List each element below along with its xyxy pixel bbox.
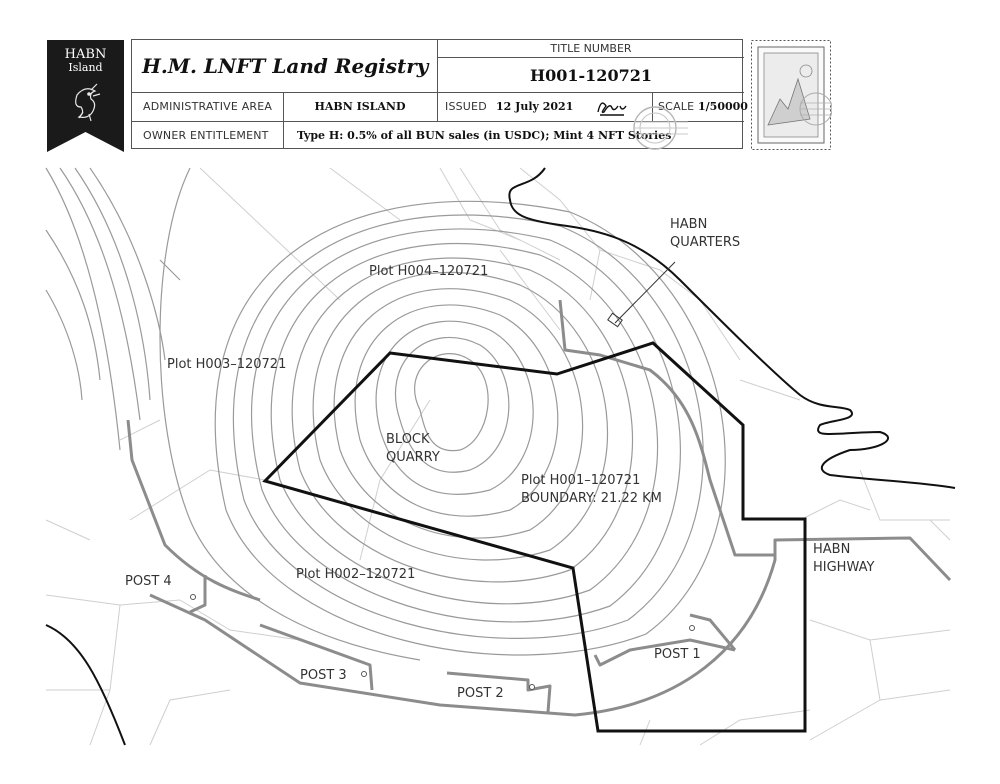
divider: [437, 40, 438, 92]
post-4-label: POST 4: [125, 574, 172, 589]
scale-label: SCALE: [658, 99, 695, 113]
postage-stamp: [750, 39, 833, 151]
divider: [283, 92, 284, 121]
issued-value: 12 July 2021: [496, 99, 574, 113]
habn-island-banner: HABN Island: [47, 40, 124, 152]
title-number-value: H001-120721: [530, 65, 652, 85]
post-3-label: POST 3: [300, 668, 347, 683]
block-quarry-label-line2: QUARRY: [386, 450, 440, 465]
post-markers: [190, 594, 695, 690]
signature-icon: [597, 102, 627, 116]
coastline: [45, 167, 956, 746]
habn-highway-label-line1: HABN: [813, 542, 851, 557]
divider: [437, 92, 438, 121]
dragon-icon: [75, 83, 101, 122]
postmark-icon: [633, 106, 688, 150]
contour-lines: [45, 167, 726, 661]
road-lines: [126, 299, 952, 717]
banner-subtitle: Island: [68, 61, 103, 74]
plot-h003-label: Plot H003–120721: [167, 357, 287, 372]
banner-shape: [47, 40, 124, 152]
plot-map: Plot H004–120721 Plot H003–120721 Plot H…: [0, 160, 1000, 784]
habn-quarters-label-line2: QUARTERS: [670, 235, 741, 250]
plot-h002-label: Plot H002–120721: [296, 567, 416, 582]
habn-quarters-label-line1: HABN: [670, 217, 708, 232]
issued-label: ISSUED: [445, 99, 487, 113]
post-2-label: POST 2: [457, 686, 504, 701]
parcel-lines: [45, 167, 951, 746]
plot-h004-label: Plot H004–120721: [369, 264, 489, 279]
owner-entitlement-value: Type H: 0.5% of all BUN sales (in USDC);…: [297, 128, 672, 142]
title-block: H.M. LNFT Land Registry TITLE NUMBER H00…: [131, 39, 748, 150]
banner-title: HABN: [64, 47, 107, 62]
title-number-label: TITLE NUMBER: [550, 42, 632, 55]
administrative-area-label: ADMINISTRATIVE AREA: [143, 99, 273, 113]
post-1-label: POST 1: [654, 647, 701, 662]
divider: [283, 121, 284, 149]
divider: [132, 121, 744, 122]
scale-value: 1/50000: [698, 99, 748, 113]
owner-entitlement-label: OWNER ENTITLEMENT: [143, 128, 269, 142]
divider: [438, 57, 744, 58]
habn-highway-label-line2: HIGHWAY: [813, 560, 875, 575]
plot-h001-boundary: [262, 341, 807, 733]
plot-h001-label: Plot H001–120721: [521, 473, 641, 488]
registry-title: H.M. LNFT Land Registry: [142, 54, 429, 78]
boundary-length-label: BOUNDARY: 21.22 KM: [521, 491, 662, 506]
habn-quarters-marker: [607, 261, 676, 328]
stamp-frame: [751, 40, 833, 150]
map-canvas: [45, 167, 956, 746]
block-quarry-label-line1: BLOCK: [386, 432, 430, 447]
administrative-area-value: HABN ISLAND: [314, 99, 406, 113]
divider: [132, 92, 744, 93]
